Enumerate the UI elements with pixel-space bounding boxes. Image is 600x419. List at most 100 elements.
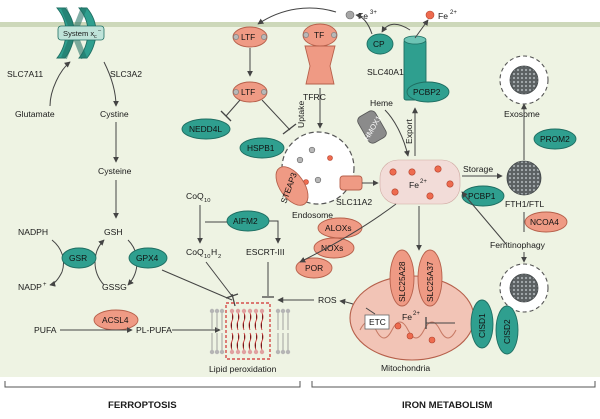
ltf-mid-label: LTF: [241, 87, 255, 97]
coq10h2-sub2: 2: [218, 254, 221, 260]
fe-to-enzymes-arrow: [299, 203, 397, 263]
system-xc-sup: –: [98, 28, 102, 34]
lipid-bilayer: [209, 308, 291, 355]
nadph-arc: [51, 239, 65, 273]
pl-pufa-label: PL-PUFA: [136, 325, 172, 335]
glutamate-export-arrow: [49, 61, 71, 107]
lipid-peroxidation-box: [225, 302, 271, 360]
coq10-label: CoQ: [186, 191, 204, 201]
aloxs-label: ALOXs: [325, 223, 352, 233]
fe2-pool-label: Fe: [409, 180, 419, 190]
slc7a11-label: SLC7A11: [7, 69, 43, 79]
exosome-ferritin: [509, 65, 539, 95]
cisd2-label: CISD2: [502, 319, 512, 344]
slc11a2-label: SLC11A2: [336, 197, 372, 207]
hspb1-label: HSPB1: [247, 143, 275, 153]
etc-box: [364, 314, 390, 330]
pcbp1-label: PCBP1: [468, 191, 496, 201]
hspb1-inhibit-line: [261, 99, 291, 131]
ferroptosis-section-label: FERROPTOSIS: [108, 400, 177, 411]
iron-metabolism-bracket: [311, 381, 596, 388]
heme-to-fe-arrow: [384, 109, 410, 157]
fe2-mito-label: Fe: [402, 312, 412, 322]
tf-label: TF: [314, 30, 324, 40]
aifm2-to-escrt-arrow: [269, 220, 281, 244]
cystine-import-arrow: [103, 61, 119, 107]
exosome-label: Exosome: [504, 109, 540, 119]
gsr-node: [61, 247, 97, 269]
ferritinophagy-release-arrow: [461, 191, 507, 245]
acsl4-label: ACSL4: [102, 315, 129, 325]
slc25a28-label: SLC25A28: [397, 261, 407, 302]
cystine-label: Cystine: [100, 109, 129, 119]
tfrc-label: TFRC: [303, 92, 326, 102]
ncoa4-node: [524, 211, 568, 233]
etc-label: ETC: [369, 317, 386, 327]
fe3-to-ltf-arrow: [257, 7, 337, 25]
slc11a2-transporter: [339, 175, 363, 191]
fe2-pool-sup: 2+: [420, 179, 427, 185]
hmox1-node: [357, 110, 387, 144]
endosome-label: Endosome: [292, 210, 333, 220]
gpx4-label: GPX4: [136, 253, 159, 263]
lipid-peroxidation-label: Lipid peroxidation: [209, 364, 277, 374]
coq10h2-sub: 10: [204, 254, 210, 260]
gssg-label: GSSG: [102, 282, 127, 292]
nadp-sup: +: [43, 282, 47, 288]
noxs-node: [313, 237, 355, 259]
coq10-sub: 10: [204, 198, 210, 204]
nedd4l-inhibit-line: [225, 99, 241, 117]
fe3-dot: [345, 10, 355, 20]
ltf-top-label: LTF: [241, 32, 255, 42]
tfrc-receptor: [304, 45, 336, 85]
slc40a1-out-arrow: [414, 19, 429, 39]
endosome-iron: [296, 146, 333, 185]
por-node: [295, 257, 333, 279]
prom2-label: PROM2: [540, 134, 570, 144]
fe3-sup: 3+: [370, 10, 377, 16]
fe2-mito-sup: 2+: [413, 311, 420, 317]
export-label: Export: [404, 119, 414, 144]
cp-label: CP: [373, 39, 385, 49]
nadp-label: NADP: [18, 282, 42, 292]
nedd4l-label: NEDD4L: [189, 124, 222, 134]
pcbp2-label: PCBP2: [413, 87, 441, 97]
slc25a37-label: SLC25A37: [425, 261, 435, 302]
ros-label: ROS: [318, 295, 337, 305]
cisd2-node: [495, 305, 519, 355]
uptake-label: Uptake: [296, 101, 306, 128]
gsr-label: GSR: [69, 253, 87, 263]
slc25a28-node: [389, 249, 415, 307]
pufa-label: PUFA: [34, 325, 57, 335]
mito-cristae: [359, 321, 457, 339]
slc25a37-node: [417, 249, 443, 307]
system-xc-transporter: [56, 6, 105, 60]
iron-metabolism-section-label: IRON METABOLISM: [402, 400, 492, 411]
nadph-label: NADPH: [18, 227, 48, 237]
slc40a1-label: SLC40A1: [367, 67, 404, 77]
ltf-mid-node: [232, 81, 268, 103]
hspb1-node: [239, 137, 285, 159]
system-xc-sub: c: [94, 34, 97, 40]
fe2-top-label: Fe: [438, 11, 448, 21]
nedd4l-inhibit-bar: [220, 110, 232, 122]
cp-to-fe3-arrow: [355, 12, 373, 35]
fe2-to-cp-arrow: [381, 23, 411, 33]
noxs-label: NOXs: [321, 243, 343, 253]
coq10h2-label: CoQ: [186, 247, 204, 257]
pcbp2-node: [406, 81, 450, 103]
escrt-label: ESCRT-III: [246, 247, 285, 257]
autophagosome-ferritin: [509, 273, 539, 303]
coq10h2-inhibit-bar: [225, 293, 239, 299]
fe2-top-sup: 2+: [450, 10, 457, 16]
etc-link-line: [365, 307, 376, 315]
ferritinophagy-label: Ferritinophagy: [490, 240, 546, 250]
nedd4l-node: [181, 118, 231, 140]
mitochondria-label: Mitochondria: [381, 363, 430, 373]
steap3-node: [275, 166, 309, 206]
hspb1-inhibit-bar: [282, 123, 297, 135]
coq10h2-tail: H: [211, 247, 217, 257]
gpx4-node: [128, 247, 168, 269]
fe2-top-dot: [425, 10, 435, 20]
coq10h2-inhibit-line: [205, 261, 233, 297]
